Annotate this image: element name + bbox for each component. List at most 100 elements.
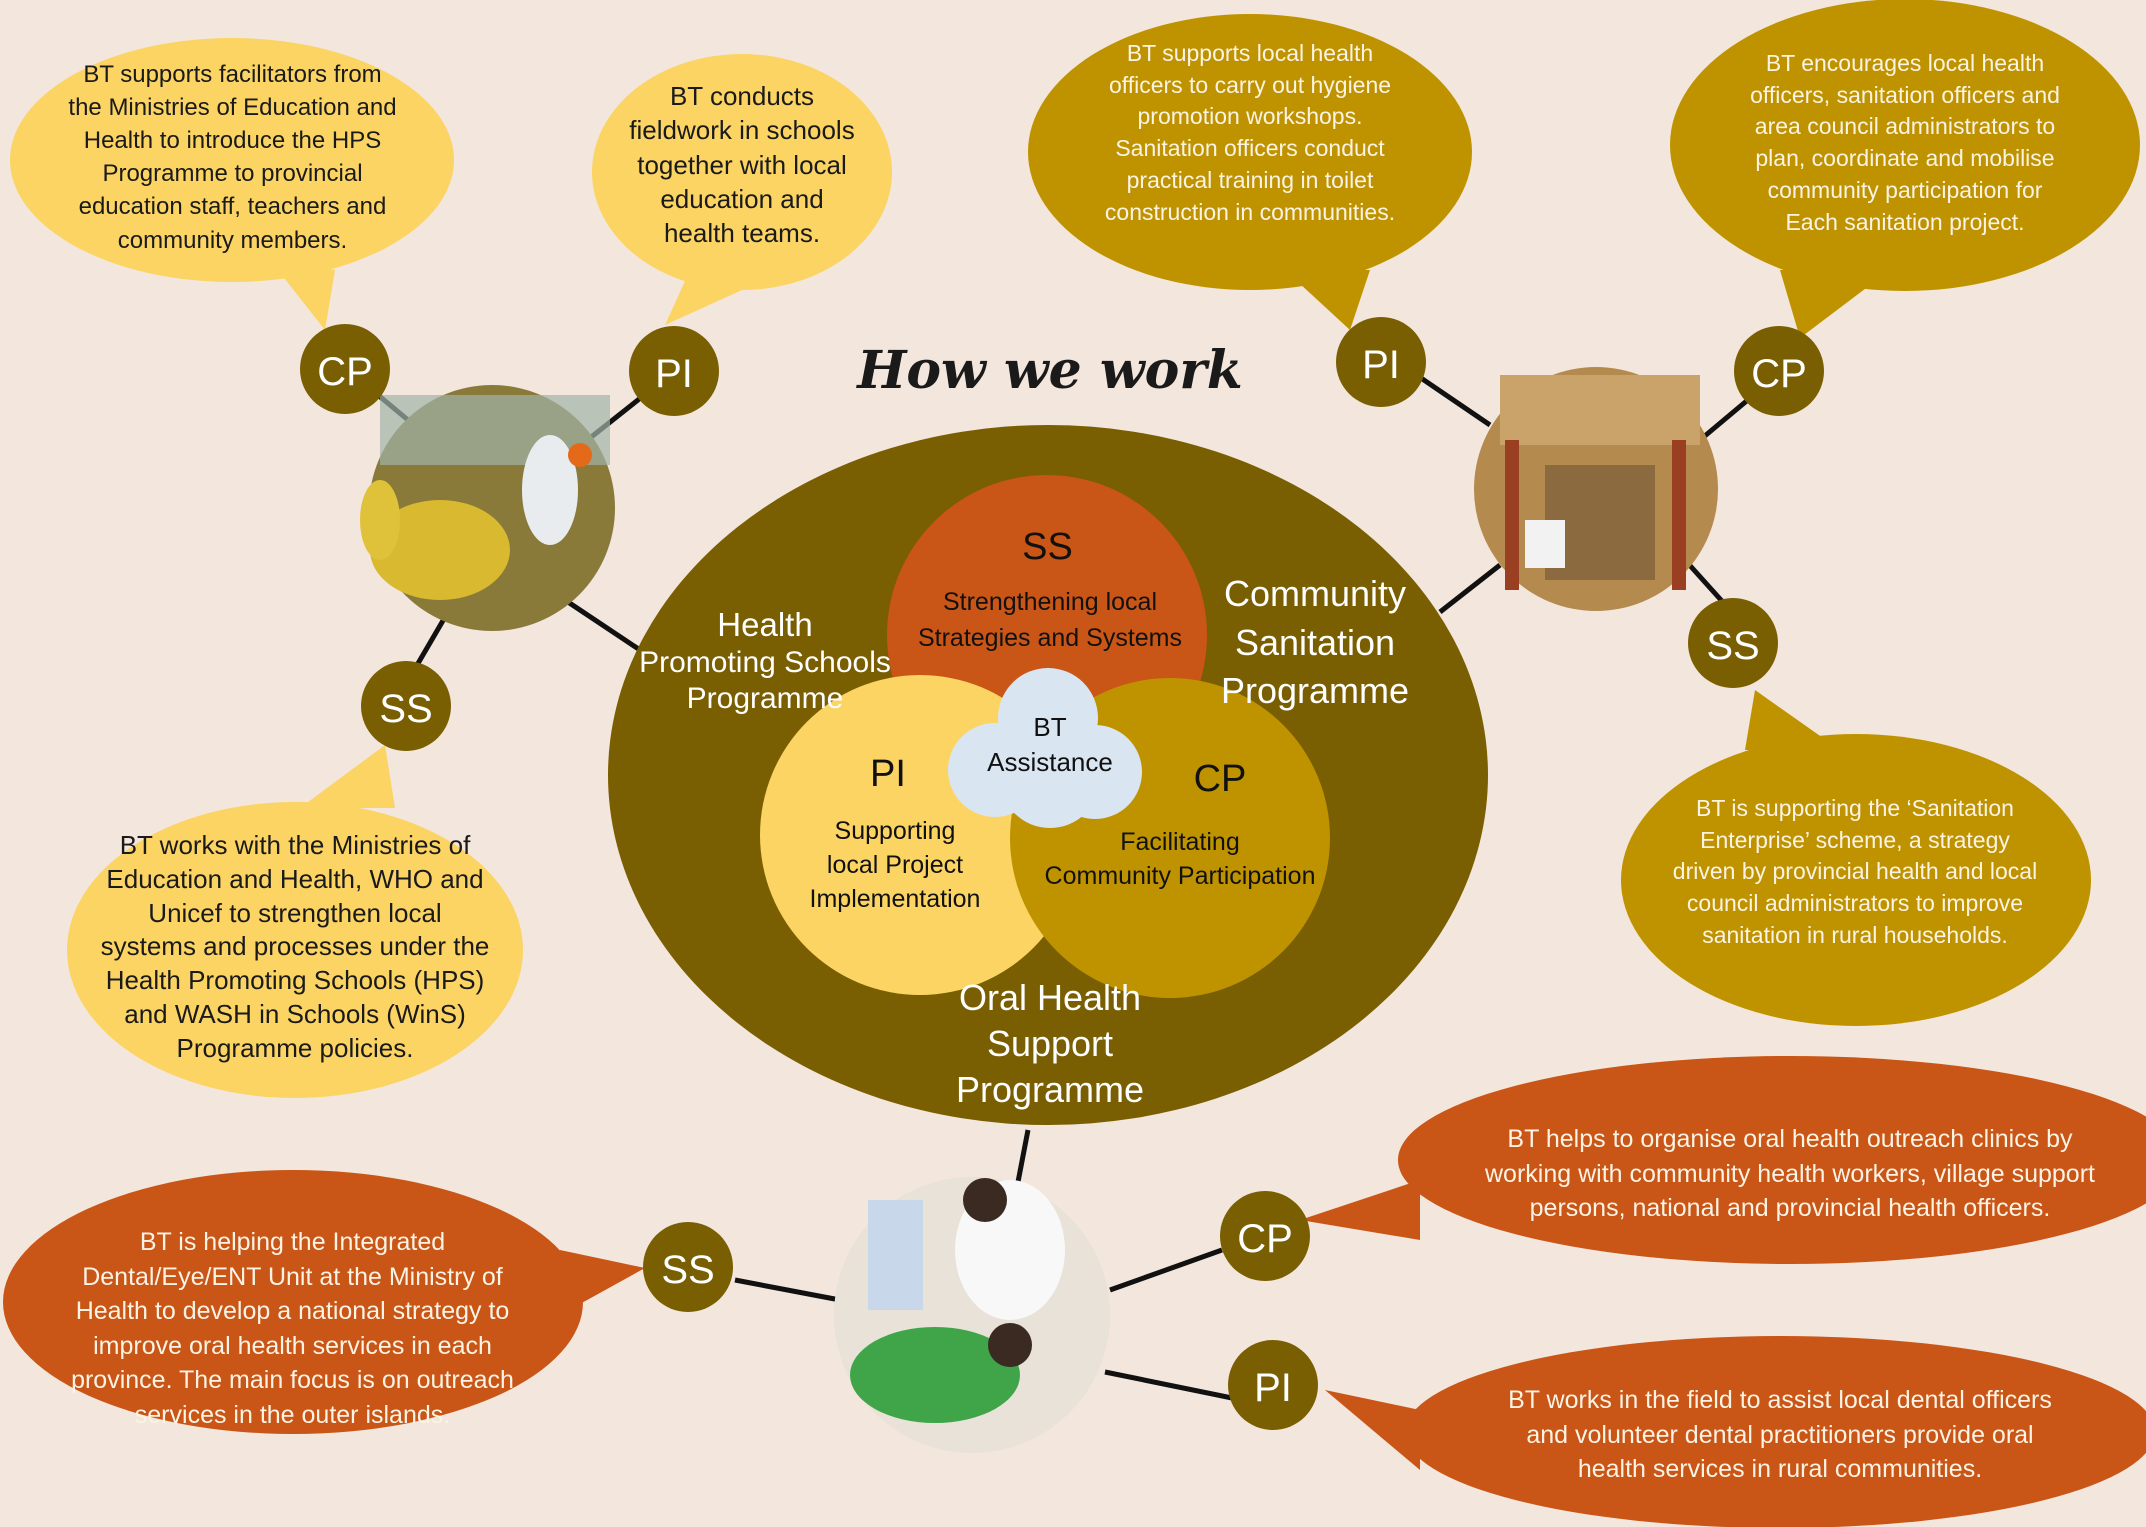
venn-cp-text-line-2: Community Participation [1044,861,1316,890]
ohs-cp-node-label: CP [1237,1217,1293,1261]
hut-photo-roof [1500,375,1700,445]
csp-pi-line: promotion workshops. [1137,103,1363,130]
hps-cp-node-label: CP [317,350,373,394]
hps-pi-bubble-tail [665,270,775,325]
hps-ss-bubble-tail [300,745,395,808]
csp-cp-line: community participation for [1767,176,2043,203]
hps-cp-bubble [10,38,454,282]
ohs-pi-line: health services in rural communities. [1577,1455,1983,1483]
csp-programme-label: Community Sanitation Programme [1205,570,1425,716]
venn-ss-text-line-2: Strategies and Systems [917,624,1182,653]
hps-programme-line-2: Promoting Schools [639,645,891,679]
venn-pi-text-line-3: Implementation [809,884,981,913]
dental-photo-patient-head [988,1323,1032,1367]
csp-programme-line-1: Community [1223,573,1407,614]
connector-ohs-cp [1109,1247,1223,1293]
hps-ss-line: BT works with the Ministries of [119,830,471,860]
hps-ss-line: and WASH in Schools (WinS) [124,998,466,1029]
csp-ss-node-label: SS [1706,624,1760,668]
hps-cp-line: education staff, teachers and [78,193,387,221]
hps-cp-node [300,324,390,414]
hps-pi-node [629,326,719,416]
hps-ss-bubble [67,802,523,1098]
ohs-programme-line-1: Oral Health [958,977,1142,1018]
csp-ss-node [1688,598,1778,688]
ohs-pi-bubble-tail [1325,1390,1420,1470]
hut-photo-water-container [1525,520,1565,568]
ohs-ss-line: Health to develop a national strategy to [75,1297,510,1325]
csp-cp-line: officers, sanitation officers and [1750,81,2060,108]
csp-pi-bubble [1028,14,1472,290]
hps-pi-line: BT conducts [669,81,815,111]
hut-photo-post-right [1672,440,1686,590]
csp-ss-line: council administrators to improve [1686,890,2024,917]
ohs-programme-label: Oral Health Support Programme [900,975,1200,1113]
venn-pi-text: Supporting local Project Implementation [790,815,1000,916]
csp-cp-line: BT encourages local health [1765,50,2045,76]
ohs-ss-node [643,1222,733,1312]
csp-pi-line: construction in communities. [1104,198,1396,225]
ohs-pi-bubble [1405,1336,2146,1527]
hps-cp-line: Health to introduce the HPS [83,127,382,155]
connector-csp-programme [1438,563,1502,614]
ohs-cp-line: working with community health workers, v… [1485,1159,2095,1188]
cloud-lobe-bottom [1000,728,1100,828]
ohs-bubbles [3,1056,2146,1527]
csp-cp-bubble-tail [1780,270,1890,338]
dental-photo-poster [868,1200,923,1310]
connector-csp-pi [1416,373,1492,428]
bt-assistance-label: BT Assistance [975,710,1125,780]
csp-ss-bubble-tail [1745,690,1840,750]
hps-ss-line: Programme policies. [176,1032,414,1063]
hps-cp-line: community members. [117,226,348,254]
ohs-pi-node [1228,1340,1318,1430]
photo-school-class [360,385,615,631]
csp-ss-line: BT is supporting the ‘Sanitation [1696,795,2014,821]
ohs-ss-bubble [3,1170,583,1434]
ohs-pi-bubble-text: BT works in the field to assist local de… [1445,1383,2115,1487]
school-photo-children-left [360,480,400,560]
csp-ss-line: sanitation in rural households. [1702,921,2008,948]
venn-ss-code: SS [1022,526,1073,568]
csp-cp-node [1734,326,1824,416]
hps-cp-bubble-text: BT supports facilitators from the Minist… [50,58,415,257]
csp-ss-line: driven by provincial health and local [1672,858,2038,885]
venn-cp-text-line-1: Facilitating [1120,828,1240,856]
csp-pi-bubble-tail [1285,270,1370,330]
ohs-ss-line: Dental/Eye/ENT Unit at the Ministry of [82,1262,503,1291]
csp-cp-node-label: CP [1751,352,1807,396]
connector-ohs-ss [734,1277,841,1303]
hps-programme-label: Health Promoting Schools Programme [630,605,900,717]
ohs-programme-line-2: Support [986,1023,1114,1065]
csp-pi-node [1336,317,1426,407]
hps-cp-line: Programme to provincial [102,160,363,188]
hps-pi-line: health teams. [663,218,821,249]
photo-dental-clinic [834,1177,1110,1453]
hps-pi-line: together with local [637,149,847,180]
ohs-pi-node-label: PI [1254,1366,1292,1410]
csp-pi-node-label: PI [1362,343,1400,387]
hps-pi-line: fieldwork in schools [629,115,855,146]
school-photo-logo [568,443,592,467]
venn-pi-text-line-2: local Project [826,850,964,879]
venn-pi-text-line-1: Supporting [834,817,956,845]
ohs-cp-bubble-text: BT helps to organise oral health outreac… [1450,1122,2130,1226]
csp-ss-bubble-text: BT is supporting the ‘Sanitation Enterpr… [1650,793,2060,952]
csp-pi-bubble-text: BT supports local health officers to car… [1080,38,1420,228]
node-circles [300,317,1824,1430]
ohs-cp-node [1220,1191,1310,1281]
csp-bubbles [1028,0,2140,1026]
ohs-cp-line: BT helps to organise oral health outreac… [1507,1125,2073,1153]
ohs-cp-bubble-tail [1300,1180,1420,1240]
venn-pi-code: PI [870,753,906,795]
venn-cp-code: CP [1193,758,1247,800]
ohs-pi-line: and volunteer dental practitioners provi… [1526,1420,2034,1449]
hps-ss-node [361,661,451,751]
hut-photo-post-left [1505,440,1519,590]
ohs-programme-line-3: Programme [955,1069,1145,1111]
ohs-pi-line: BT works in the field to assist local de… [1508,1386,2052,1414]
csp-pi-line: BT supports local health [1126,40,1374,66]
dental-photo-dentist-head [963,1178,1007,1222]
hps-pi-bubble [592,54,892,290]
diagram-title: How we work [857,340,1243,401]
